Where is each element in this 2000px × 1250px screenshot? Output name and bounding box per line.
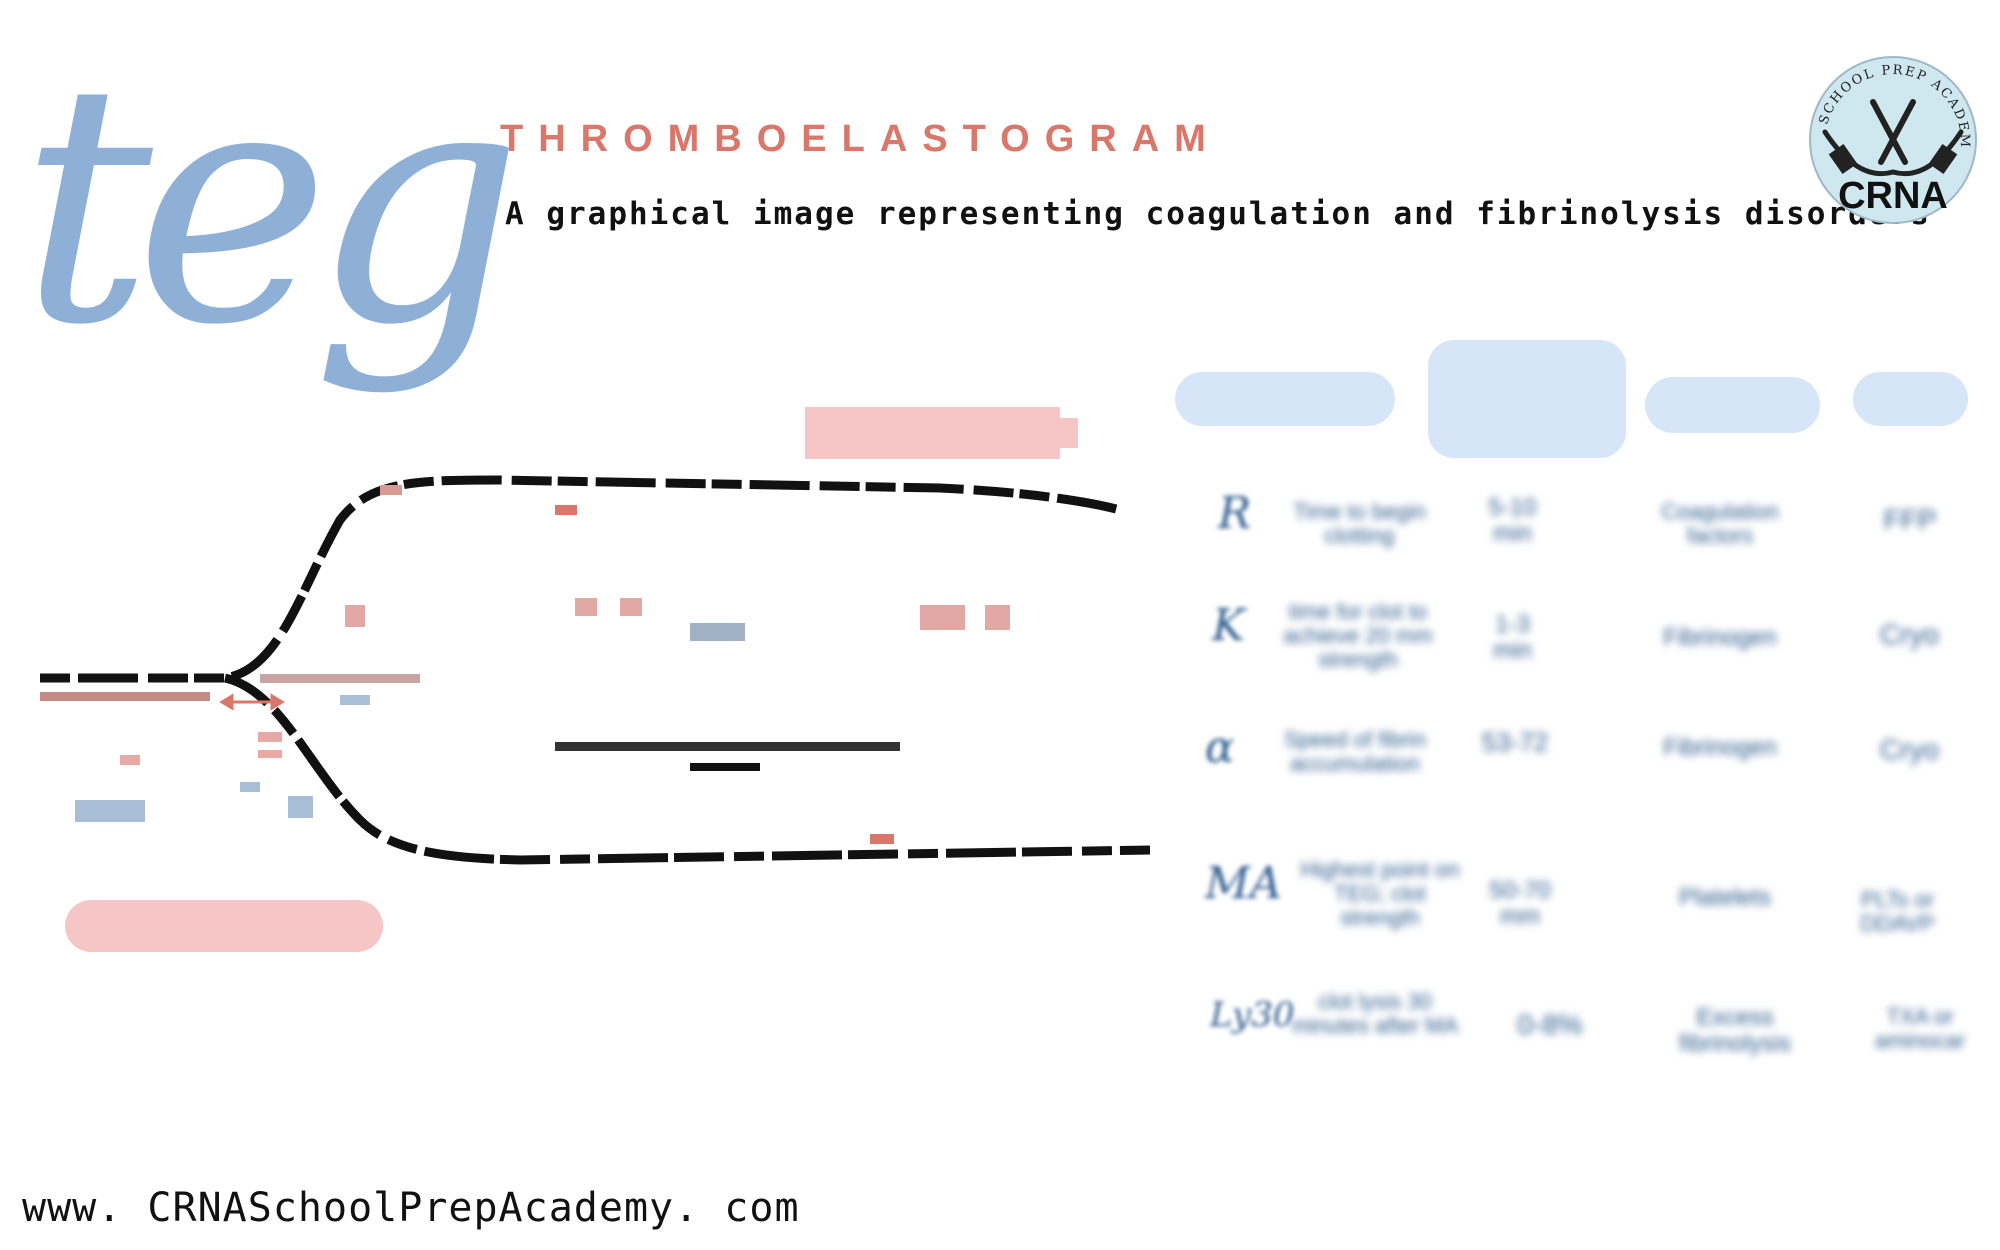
param-normal-range: 1-3 min xyxy=(1493,611,1532,665)
r-time-pink-segment xyxy=(260,674,420,683)
pixel-label-block xyxy=(75,800,145,822)
tracing-upper-curve xyxy=(40,475,1122,683)
teg-logo-word: teg xyxy=(20,13,523,397)
pixel-label-block xyxy=(288,796,313,818)
teg-tracing-diagram xyxy=(40,440,1160,900)
param-description: clot lysis 30 minutes after MA xyxy=(1291,989,1459,1039)
pixel-label-block xyxy=(870,834,894,844)
param-component: Fibrinogen xyxy=(1663,624,1777,651)
param-description: time for clot to achieve 20 mm strength xyxy=(1283,599,1433,673)
website-url[interactable]: www. CRNASchoolPrepAcademy. com xyxy=(22,1185,800,1231)
pixel-label-block xyxy=(575,598,597,616)
table-header-component xyxy=(1645,377,1820,433)
crossed-anesthesia-tools-icon xyxy=(1822,99,1964,177)
redacted-label-coagulation xyxy=(65,900,383,952)
param-ma: MA xyxy=(1205,858,1282,909)
pixel-label-block xyxy=(258,750,282,758)
param-treatment: Cryo xyxy=(1879,619,1940,650)
param-component: Fibrinogen xyxy=(1663,734,1777,761)
pixel-label-block xyxy=(985,605,1010,630)
tracing-lower-curve xyxy=(223,673,1151,865)
pixel-label-block xyxy=(920,605,965,630)
param-treatment: PLTs or DDAVP xyxy=(1860,887,1935,937)
pixel-label-block xyxy=(555,505,577,515)
redacted-label-ma-tab xyxy=(1060,418,1078,448)
pixel-label-block xyxy=(690,623,745,641)
param-ly30: Ly30 xyxy=(1210,995,1295,1035)
page-title: THROMBOELASTOGRAM xyxy=(500,118,1221,160)
pixel-label-block xyxy=(258,732,282,742)
redacted-label-ma xyxy=(805,407,1060,459)
param-r: R xyxy=(1218,488,1252,539)
pixel-label-block xyxy=(240,782,260,792)
table-header-parameter xyxy=(1175,372,1395,426)
param-component: Coagulation factors xyxy=(1661,499,1779,549)
table-header-treatment xyxy=(1853,372,1968,426)
param-component: Excess fibrinolysis xyxy=(1678,1004,1792,1058)
pixel-label-block xyxy=(120,755,140,765)
param-normal-range: 50-70 mm xyxy=(1489,877,1551,931)
param-k: K xyxy=(1212,600,1245,651)
crna-logo: SCHOOL PREP ACADEMY CRNA xyxy=(1797,39,1983,230)
pixel-label-block xyxy=(340,695,370,705)
param-component: Platelets xyxy=(1678,884,1772,911)
r-time-arrow xyxy=(219,693,285,711)
param-normal-range: 53-72 xyxy=(1481,727,1549,757)
param-treatment: TXA or aminocar xyxy=(1874,1004,1966,1054)
param-description: Speed of fibrin accumulation xyxy=(1284,727,1426,777)
param-description: Time to begin clotting xyxy=(1293,499,1426,549)
param-treatment: FFP xyxy=(1883,504,1937,535)
param-description: Highest point on TEG; clot strength xyxy=(1300,857,1460,931)
logo-name: CRNA xyxy=(1838,175,1948,217)
pixel-label-block xyxy=(620,598,642,616)
ma-line-caption xyxy=(690,763,760,771)
table-header-normal xyxy=(1428,340,1626,458)
page-subtitle: A graphical image representing coagulati… xyxy=(505,196,1931,232)
param-normal-range: 0-8% xyxy=(1517,1009,1583,1040)
param-normal-range: 5-10 min xyxy=(1488,494,1537,548)
ma-line xyxy=(555,742,900,751)
param-treatment: Cryo xyxy=(1879,734,1940,765)
pixel-label-block xyxy=(380,485,402,495)
baseline-pink-segment xyxy=(40,692,210,701)
pixel-label-block xyxy=(345,605,365,627)
param-alpha: α xyxy=(1205,722,1235,773)
